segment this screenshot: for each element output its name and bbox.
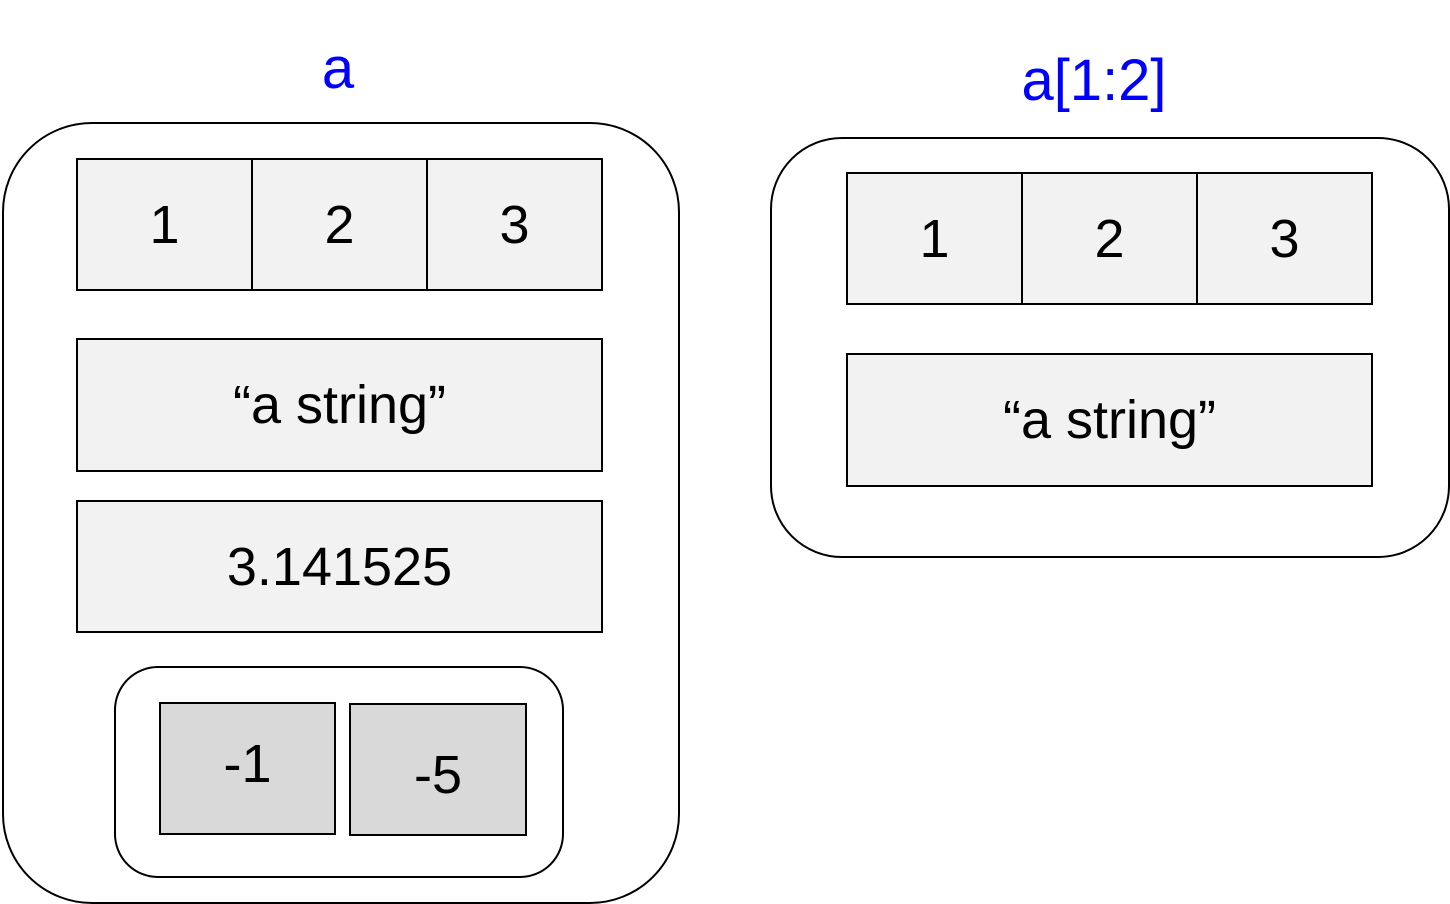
left-row-cell-2: 2 [251,158,428,291]
nested-cell-2: -5 [349,703,527,836]
right-row-cell-1: 1 [846,172,1023,305]
right-row-cell-2: 2 [1021,172,1198,305]
left-title: a [321,36,355,101]
left-row-cell-3: 3 [426,158,603,291]
left-float-cell: 3.141525 [76,500,603,633]
nested-cell-1: -1 [159,702,336,835]
left-string-cell: “a string” [76,338,603,472]
right-title: a[1:2] [1021,48,1167,113]
left-row-cell-1: 1 [76,158,253,291]
right-row-cell-3: 3 [1196,172,1373,305]
right-string-cell: “a string” [846,353,1373,487]
